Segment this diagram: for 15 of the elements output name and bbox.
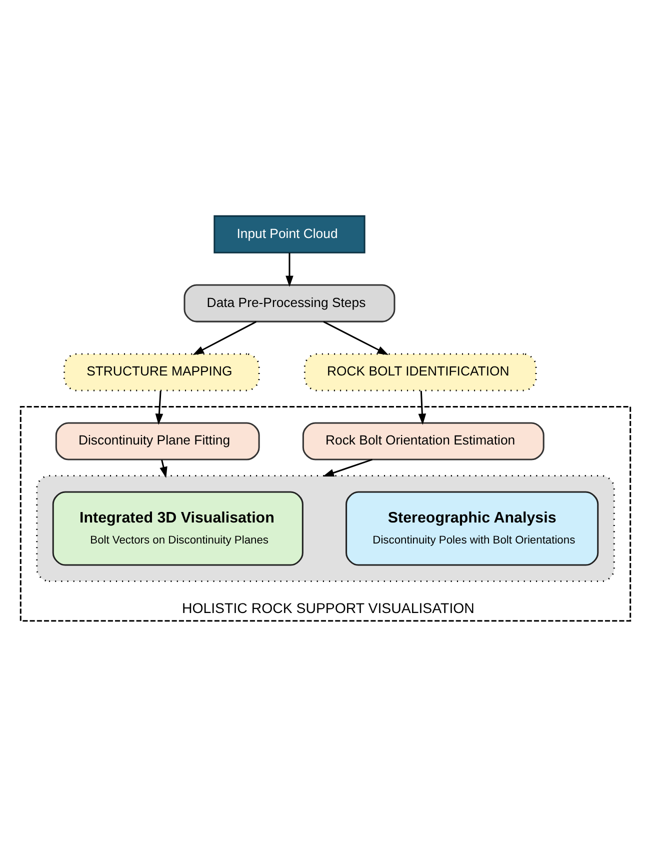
arrow — [286, 252, 294, 287]
node-box: ROCK BOLT IDENTIFICATION — [304, 353, 537, 392]
arrow — [192, 321, 257, 356]
node-box: Input Point Cloud — [214, 215, 366, 254]
arrow — [418, 390, 426, 425]
node-box: Data Pre-Processing Steps — [184, 284, 396, 322]
arrow — [160, 460, 168, 478]
arrow — [323, 321, 389, 355]
node-box: Integrated 3D Visualisation Bolt Vectors on Discontinuity Planes — [52, 491, 304, 566]
node-box: Stereographic Analysis Discontinuity Poles with Bolt Orientations — [346, 491, 599, 566]
arrow — [155, 390, 164, 425]
node-box: Discontinuity Plane Fitting — [55, 422, 260, 460]
node-box: Rock Bolt Orientation Estimation — [302, 422, 544, 460]
cluster — [36, 475, 615, 582]
node-box: STRUCTURE MAPPING — [64, 353, 260, 392]
